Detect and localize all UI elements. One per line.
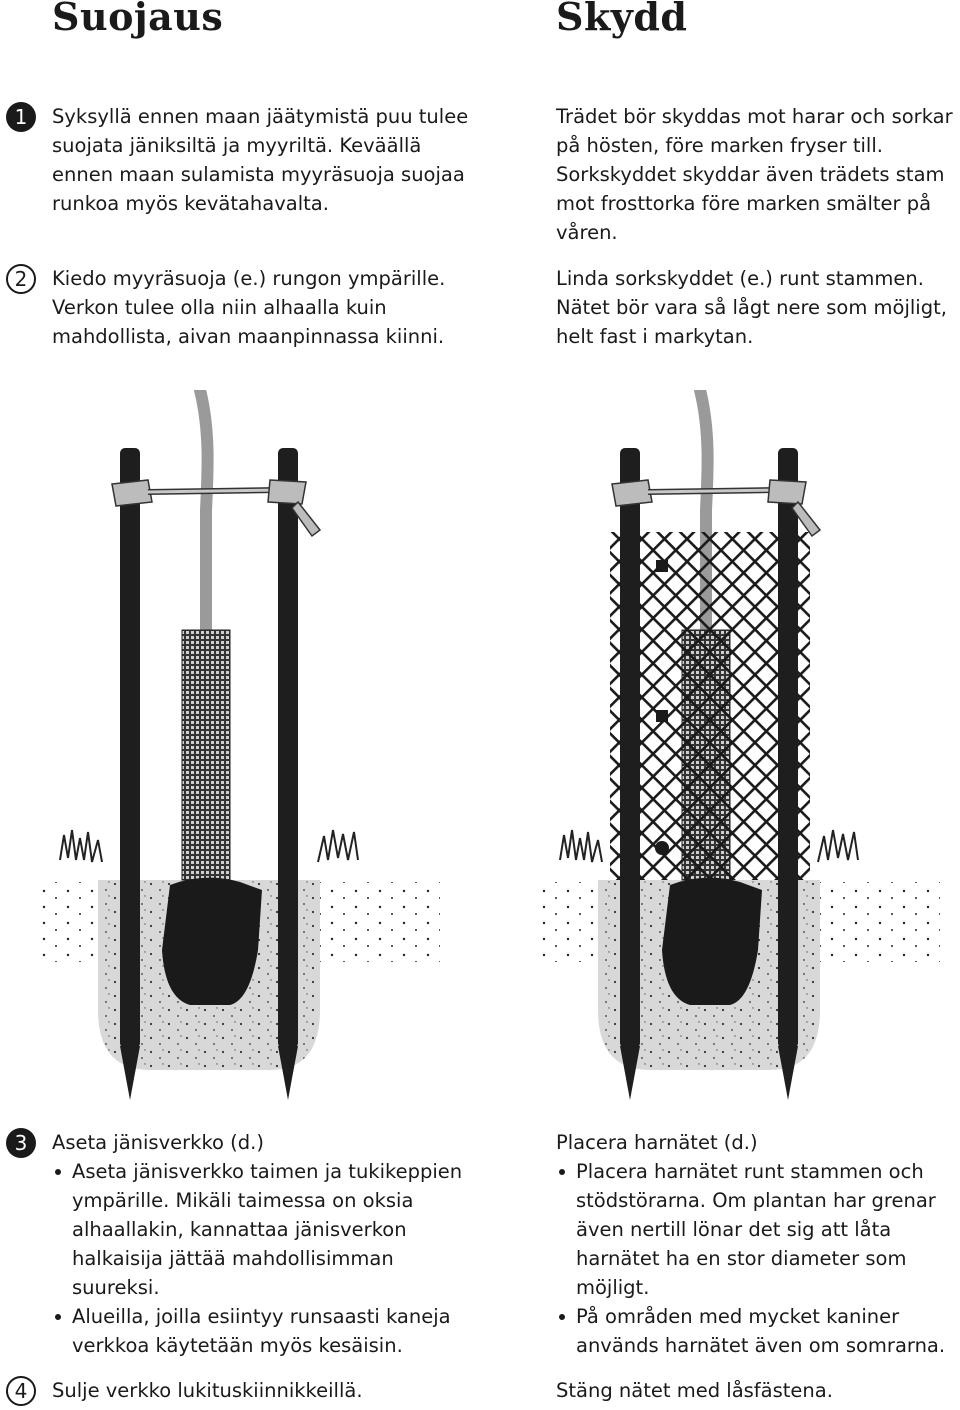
step-1-number: 1 — [6, 102, 36, 132]
step-3-heading-swedish: Placera harnätet (d.) — [556, 1131, 758, 1154]
step-4-text-finnish: Sulje verkko lukituskiinnikkeillä. — [52, 1379, 363, 1402]
step-2-number: 2 — [6, 264, 36, 294]
grass-left — [59, 829, 103, 863]
tree-stem — [694, 390, 714, 886]
step-3-number: 3 — [6, 1128, 36, 1158]
support-stake-right — [278, 448, 298, 1048]
bullet-item: På områden med mycket kaniner används ha… — [556, 1302, 960, 1360]
step-3-swedish: Placera harnätet (d.) Placera harnätet r… — [556, 1128, 960, 1360]
root-ball — [162, 877, 262, 1005]
root-ball — [662, 877, 762, 1005]
tie-band-left — [111, 479, 153, 507]
step-4-number: 4 — [6, 1376, 36, 1406]
grass-right — [817, 829, 859, 863]
grass-left — [559, 829, 603, 863]
step-1-text-swedish: Trädet bör skyddas mot harar och sorkar … — [556, 105, 953, 244]
tree-stem — [194, 390, 214, 886]
step-1-text-finnish: Syksyllä ennen maan jäätymistä puu tulee… — [52, 105, 469, 215]
step-4-text-swedish: Stäng nätet med låsfästena. — [556, 1379, 833, 1402]
step-3-bullets-finnish: Aseta jänisverkko taimen ja tukikeppien … — [52, 1157, 472, 1360]
support-stake-left — [620, 448, 640, 1048]
support-stake-left — [120, 448, 140, 1048]
title-finnish: Suojaus — [52, 0, 224, 39]
title-swedish: Skydd — [556, 0, 688, 39]
step-2-text-finnish: Kiedo myyräsuoja (e.) rungon ympärille. … — [52, 267, 446, 348]
lock-clip-3 — [655, 841, 669, 855]
tie-band-left — [611, 479, 653, 507]
step-3-heading-finnish: Aseta jänisverkko (d.) — [52, 1131, 264, 1154]
tie-band-right — [267, 479, 307, 505]
step-2-text-swedish: Linda sorkskyddet (e.) runt stammen. Nät… — [556, 267, 947, 348]
support-stake-right — [778, 448, 798, 1048]
lock-clip-2 — [656, 710, 668, 722]
bullet-item: Placera harnätet runt stammen och stödst… — [556, 1157, 960, 1302]
lock-clip-1 — [656, 560, 668, 572]
vole-guard-drawing — [40, 390, 440, 1100]
tie-band-right — [767, 479, 807, 505]
bullet-item: Aseta jänisverkko taimen ja tukikeppien … — [52, 1157, 472, 1302]
step-3-bullets-swedish: Placera harnätet runt stammen och stödst… — [556, 1157, 960, 1360]
grass-right — [317, 829, 359, 863]
step-3-finnish: Aseta jänisverkko (d.) Aseta jänisverkko… — [52, 1128, 472, 1360]
hare-net-illustration — [540, 390, 940, 1110]
vole-guard-mesh — [181, 629, 231, 881]
hare-net-drawing — [540, 390, 940, 1100]
hare-net-mesh — [610, 532, 810, 880]
vole-guard-illustration — [40, 390, 440, 1110]
bullet-item: Alueilla, joilla esiintyy runsaasti kane… — [52, 1302, 472, 1360]
